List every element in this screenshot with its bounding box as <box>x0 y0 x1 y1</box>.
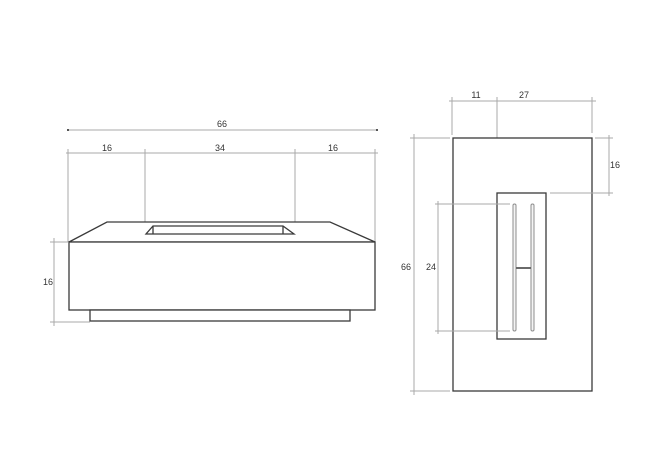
dimension-end-dot <box>67 129 69 131</box>
overall-depth-dimension: 66 <box>401 134 450 395</box>
table-base <box>89 309 351 322</box>
segment-left-label: 16 <box>102 143 112 153</box>
burner-length-label: 24 <box>426 262 436 272</box>
overall-width-label: 66 <box>217 119 227 129</box>
top-offset-dimension: 16 <box>550 135 620 196</box>
top-view: 11 27 66 16 24 <box>401 90 620 395</box>
offset-left-label: 11 <box>471 90 480 100</box>
offset-top-label: 16 <box>610 160 620 170</box>
dimension-end-dot <box>376 129 378 131</box>
burner-slot-left <box>512 203 517 332</box>
burner-crossbar <box>516 267 531 269</box>
burner-width-label: 27 <box>519 90 529 100</box>
table-body <box>68 241 376 311</box>
burner-pan <box>496 192 547 340</box>
burner-length-dimension: 24 <box>426 201 510 334</box>
height-dimension: 16 <box>43 238 90 326</box>
segment-right-label: 16 <box>328 143 338 153</box>
overall-width-dimension: 66 <box>67 119 378 131</box>
burner-opening <box>144 225 296 235</box>
burner-slot-right <box>530 203 535 332</box>
overall-depth-label: 66 <box>401 262 411 272</box>
segment-center-label: 34 <box>215 143 225 153</box>
segment-dimensions: 16 34 16 <box>66 143 378 242</box>
front-view: 66 16 34 16 16 <box>43 119 378 326</box>
height-label: 16 <box>43 277 53 287</box>
